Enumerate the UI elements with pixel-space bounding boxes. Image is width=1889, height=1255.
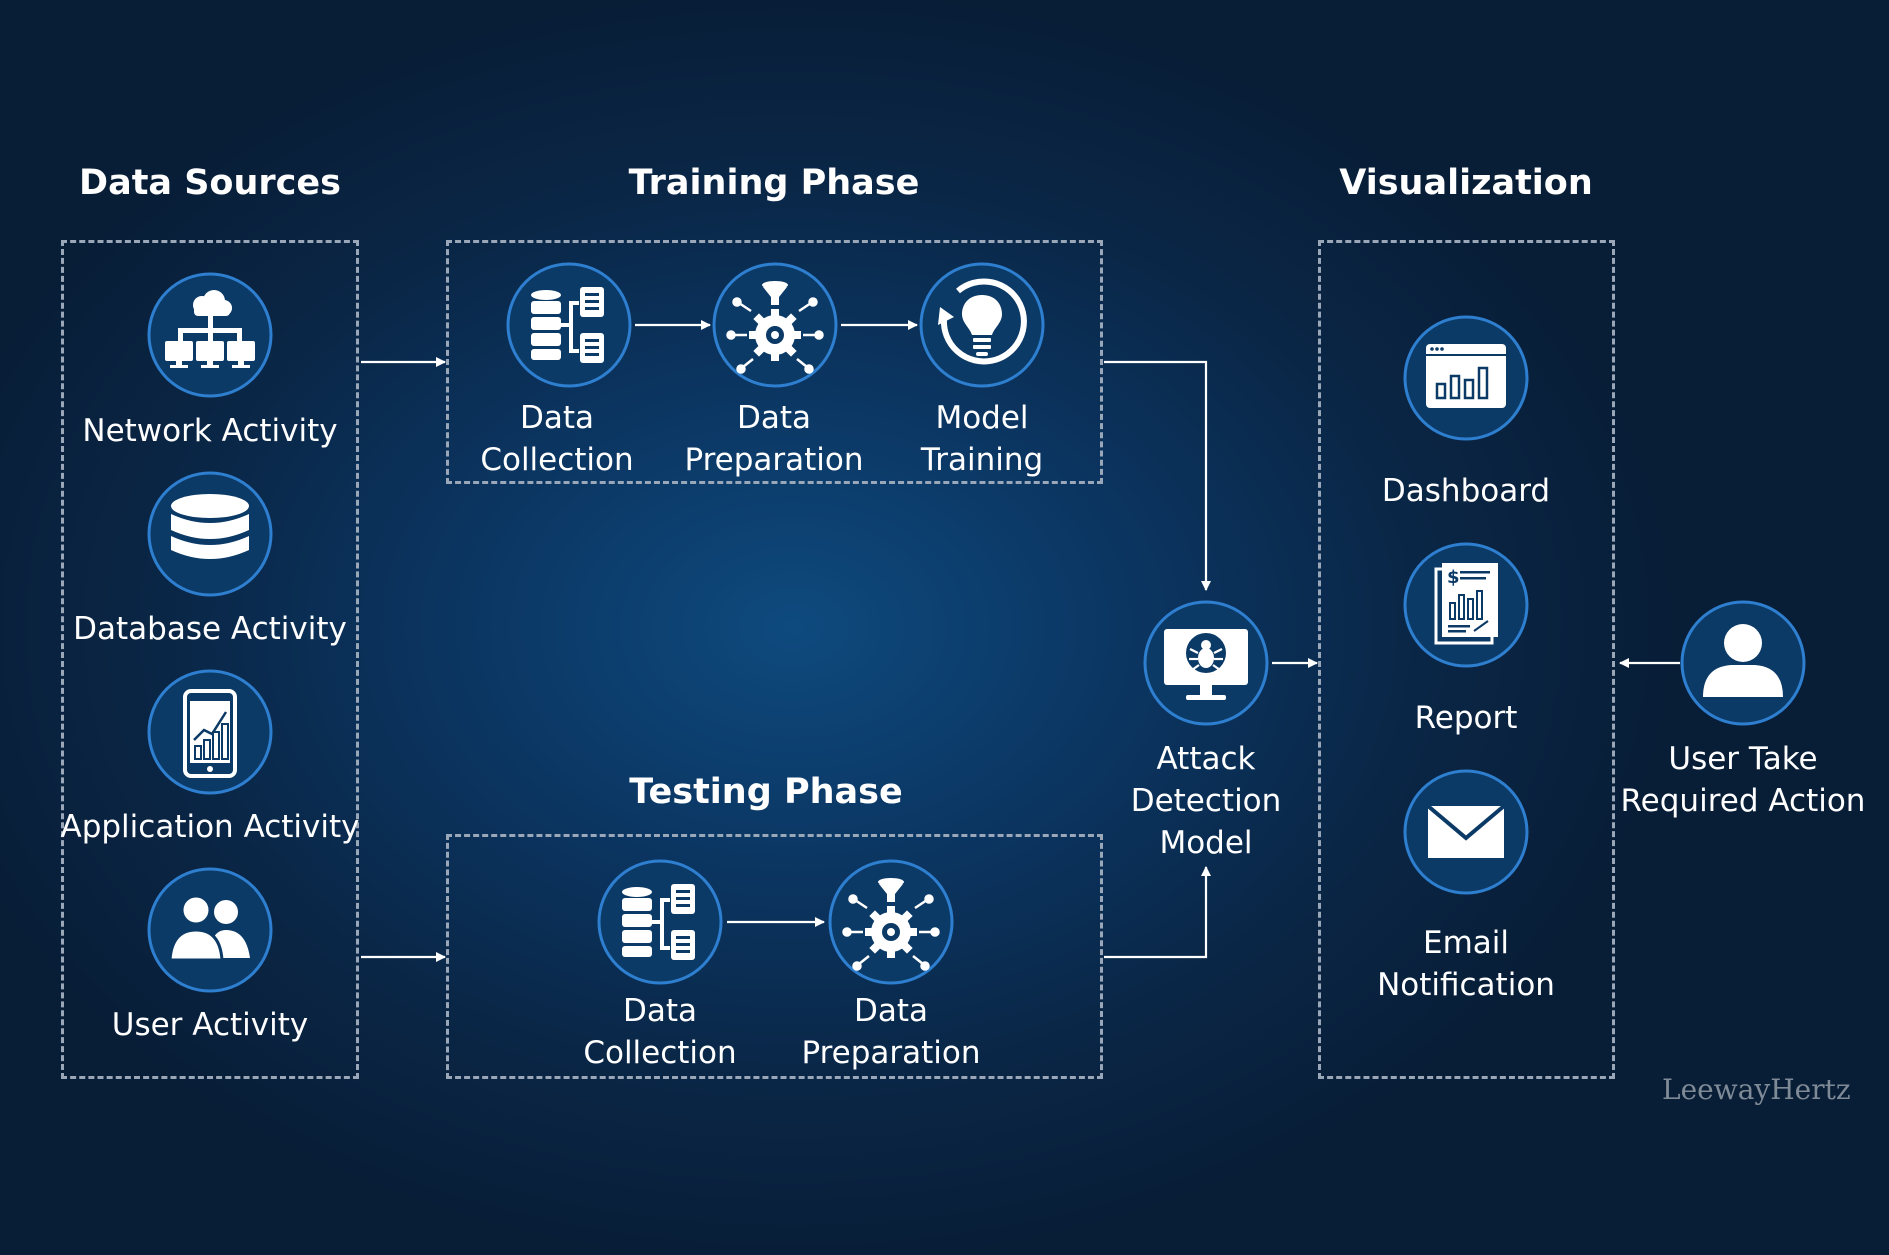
data-collection-icon [506, 262, 632, 388]
person-icon [1680, 600, 1806, 726]
database-icon [147, 471, 273, 597]
application-activity-node [146, 668, 274, 796]
heading-visualization: Visualization [1339, 163, 1593, 203]
database-activity-node [146, 470, 274, 598]
heading-training-phase: Training Phase [628, 163, 920, 203]
panel-data-sources [61, 240, 359, 1079]
svg-text:$: $ [1447, 567, 1460, 588]
test-data-collection-node [596, 858, 724, 986]
report-node: $ [1402, 541, 1530, 669]
dashboard-label: Dashboard [1381, 473, 1551, 509]
email-notification-label: Email Notification [1377, 925, 1555, 1003]
test-data-collection-label: Data Collection [583, 993, 737, 1071]
model-training-label: Model Training [920, 400, 1044, 478]
database-activity-label: Database Activity [73, 611, 347, 647]
attack-detection-model-node [1142, 599, 1270, 727]
model-training-node [918, 261, 1046, 389]
network-activity-label: Network Activity [82, 413, 338, 449]
train-data-preparation-node [711, 261, 839, 389]
arrow-testing-to-model [1104, 866, 1211, 959]
heading-data-sources: Data Sources [79, 163, 341, 203]
test-data-preparation-node [827, 858, 955, 986]
train-data-preparation-label: Data Preparation [684, 400, 864, 478]
monitor-bug-icon [1143, 600, 1269, 726]
application-activity-label: Application Activity [60, 809, 360, 845]
report-label: Report [1414, 700, 1518, 736]
panel-testing-phase [446, 834, 1103, 1079]
dashboard-chart-icon [1403, 315, 1529, 441]
panel-training-phase [446, 240, 1103, 484]
test-data-preparation-label: Data Preparation [801, 993, 981, 1071]
train-data-collection-node [505, 261, 633, 389]
brand-watermark: LeewayHertz [1662, 1073, 1851, 1106]
arrow-training-to-model [1104, 360, 1211, 591]
lightbulb-cycle-icon [919, 262, 1045, 388]
panel-visualization [1318, 240, 1615, 1079]
envelope-icon [1403, 769, 1529, 895]
user-action-label: User Take Required Action [1620, 741, 1866, 819]
attack-detection-model-label: Attack Detection Model [1130, 741, 1282, 861]
user-group-icon [147, 867, 273, 993]
train-data-collection-label: Data Collection [480, 400, 634, 478]
network-cloud-icon [147, 272, 273, 398]
email-notification-node [1402, 768, 1530, 896]
dashboard-node [1402, 314, 1530, 442]
user-activity-node [146, 866, 274, 994]
user-action-node [1679, 599, 1807, 727]
user-activity-label: User Activity [111, 1007, 309, 1043]
gear-funnel-icon [828, 859, 954, 985]
heading-testing-phase: Testing Phase [629, 772, 903, 812]
gear-funnel-icon [712, 262, 838, 388]
mobile-chart-icon [147, 669, 273, 795]
report-document-icon: $ [1403, 542, 1529, 668]
network-activity-node [146, 271, 274, 399]
data-collection-icon [597, 859, 723, 985]
